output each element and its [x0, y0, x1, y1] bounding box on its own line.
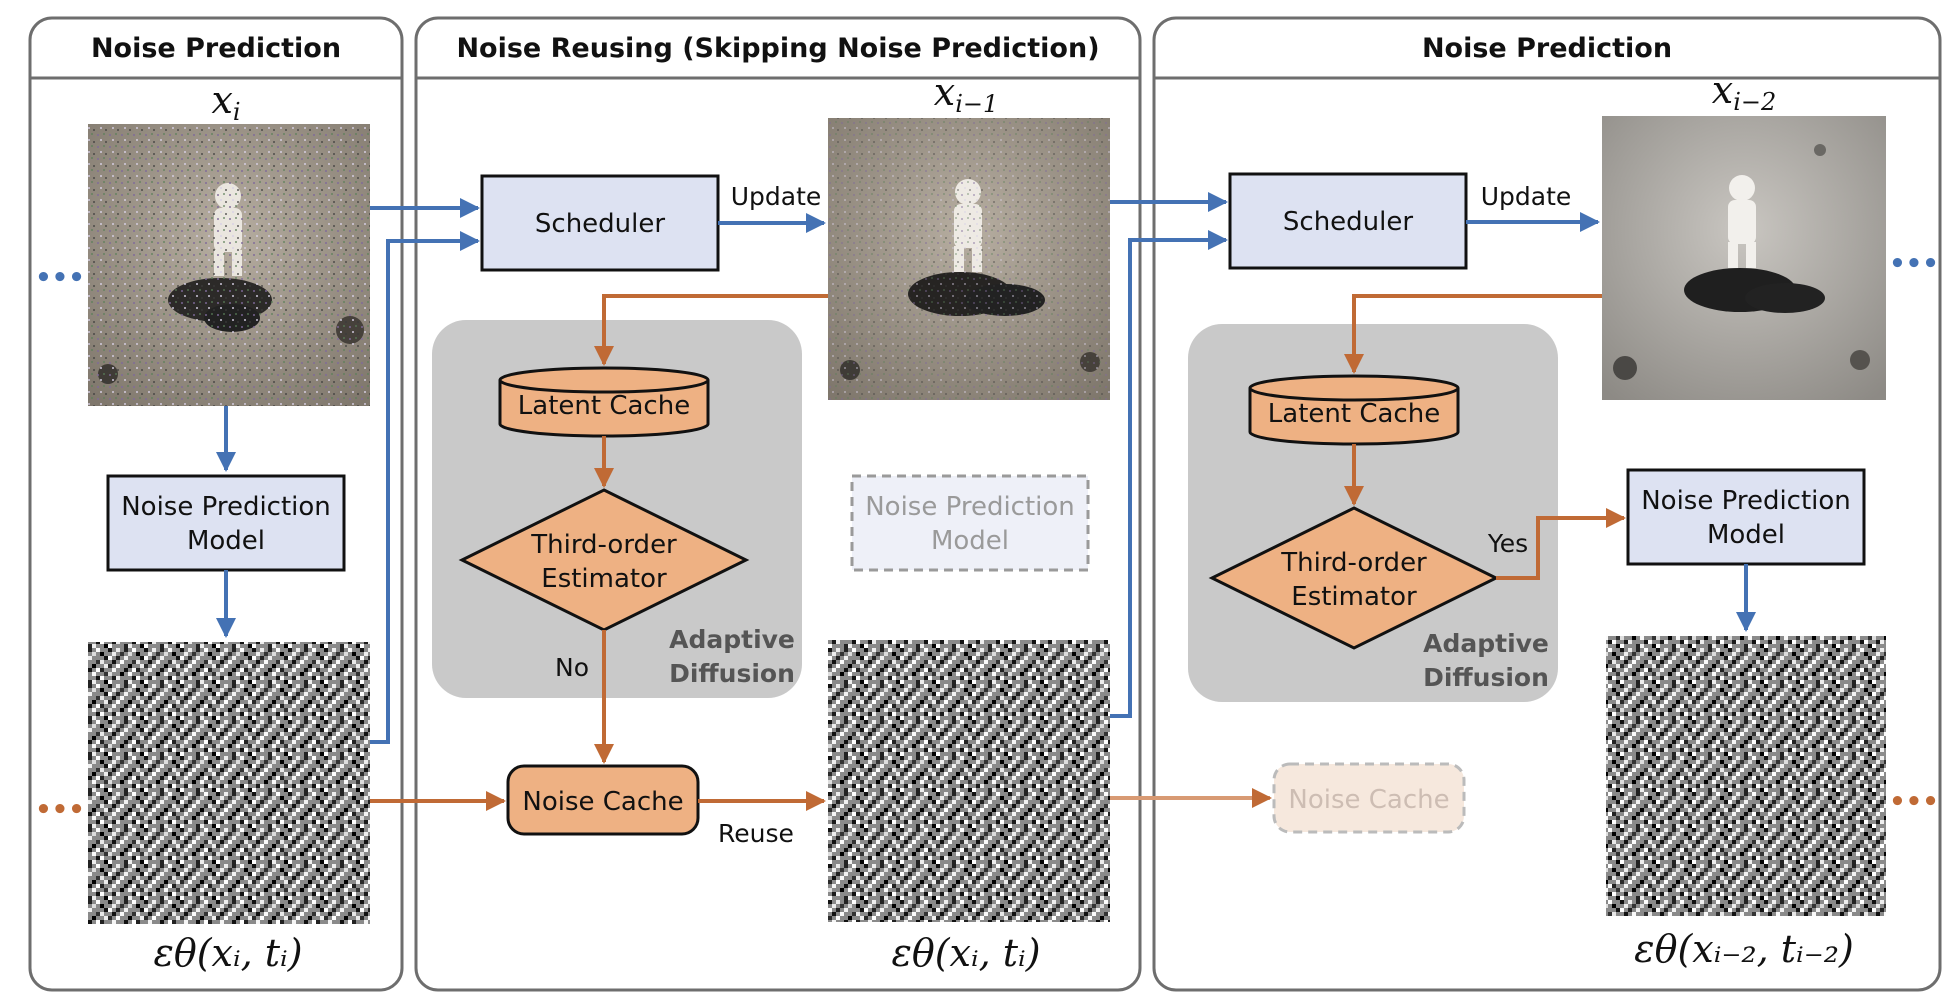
left-panel-title: Noise Prediction	[91, 33, 341, 64]
svg-text:Noise Cache: Noise Cache	[1288, 785, 1449, 815]
noise-label-left: εθ(xᵢ, tᵢ)	[153, 931, 302, 975]
svg-text:Estimator: Estimator	[541, 564, 667, 594]
svg-text:Noise Prediction: Noise Prediction	[121, 492, 331, 522]
svg-text:Third-order: Third-order	[1280, 548, 1427, 578]
svg-text:Latent Cache: Latent Cache	[518, 391, 690, 421]
noise-prediction-model-left: Noise Prediction Model	[106, 474, 346, 572]
latent-image-xi-minus-1	[828, 118, 1110, 400]
adaptive-diffusion-label-line2-middle: Diffusion	[669, 659, 795, 688]
latent-label-xi: xi	[211, 78, 240, 126]
adaptive-diffusion-label-line1-right: Adaptive	[1423, 629, 1549, 658]
scheduler-box-middle: Scheduler	[480, 174, 720, 272]
noise-image-middle	[828, 640, 1110, 922]
svg-text:Noise Prediction: Noise Prediction	[1641, 486, 1851, 516]
noise-label-middle: εθ(xᵢ, tᵢ)	[891, 931, 1040, 975]
no-label: No	[555, 653, 589, 682]
update-label-middle: Update	[731, 182, 822, 211]
reuse-label: Reuse	[718, 819, 794, 848]
scheduler-box-right: Scheduler	[1228, 172, 1468, 270]
ellipsis-right-top: •••	[1889, 249, 1939, 279]
noise-cache-right-faded: Noise Cache	[1272, 762, 1466, 834]
latent-label-xi-minus-2: xi−2	[1712, 68, 1777, 116]
svg-text:Model: Model	[187, 526, 265, 556]
ellipsis-right-bottom: •••	[1889, 787, 1939, 817]
svg-text:Scheduler: Scheduler	[1283, 207, 1413, 237]
adaptive-diffusion-label-line2-right: Diffusion	[1423, 663, 1549, 692]
svg-text:Estimator: Estimator	[1291, 582, 1417, 612]
right-panel-title: Noise Prediction	[1422, 33, 1672, 64]
latent-image-xi	[88, 124, 370, 406]
latent-label-xi-minus-1: xi−1	[934, 70, 999, 118]
latent-cache-middle: Latent Cache	[498, 366, 710, 438]
svg-text:Third-order: Third-order	[530, 530, 677, 560]
ellipsis-left-top: •••	[35, 263, 85, 293]
svg-text:Latent Cache: Latent Cache	[1268, 399, 1440, 429]
noise-prediction-model-skipped: Noise Prediction Model	[850, 474, 1090, 572]
ellipsis-left-bottom: •••	[35, 795, 85, 825]
latent-image-xi-minus-2	[1602, 116, 1886, 400]
svg-text:Noise Prediction: Noise Prediction	[865, 492, 1075, 522]
adaptive-diffusion-label-line1-middle: Adaptive	[669, 625, 795, 654]
middle-panel-title: Noise Reusing (Skipping Noise Prediction…	[456, 33, 1099, 64]
noise-cache-middle: Noise Cache	[506, 764, 700, 836]
svg-text:Model: Model	[1707, 520, 1785, 550]
svg-text:Noise Cache: Noise Cache	[522, 787, 683, 817]
latent-cache-right: Latent Cache	[1248, 374, 1460, 446]
yes-label: Yes	[1487, 529, 1528, 558]
third-order-estimator-right: Third-order Estimator	[1208, 506, 1500, 650]
noise-image-right	[1606, 636, 1886, 916]
orange-arrows	[370, 294, 1626, 811]
blue-arrows	[216, 192, 1756, 744]
svg-text:Model: Model	[931, 526, 1009, 556]
noise-prediction-model-right: Noise Prediction Model	[1626, 468, 1866, 566]
noise-image-left	[88, 642, 370, 924]
update-label-right: Update	[1481, 182, 1572, 211]
third-order-estimator-middle: Third-order Estimator	[458, 488, 750, 632]
noise-label-right: εθ(xᵢ₋₂, tᵢ₋₂)	[1634, 927, 1854, 971]
svg-text:Scheduler: Scheduler	[535, 209, 665, 239]
